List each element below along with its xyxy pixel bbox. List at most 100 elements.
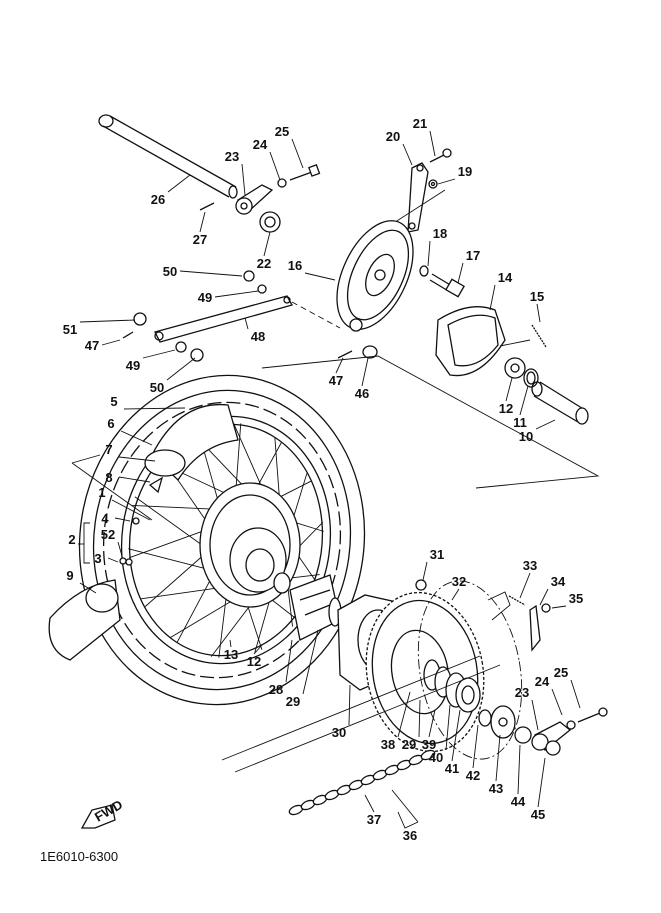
- rear-hub: [199, 482, 301, 608]
- rim: [120, 415, 332, 665]
- callout-52: 52: [101, 527, 115, 542]
- callout-23: 23: [225, 149, 239, 164]
- leader-line: [123, 407, 186, 410]
- callout-43: 43: [489, 781, 503, 796]
- callout-36: 36: [403, 828, 417, 843]
- oil-seal: [523, 368, 539, 388]
- wheel-spacer: [490, 705, 516, 739]
- drawing-code: 1E6010-6300: [40, 849, 118, 864]
- leader-line: [118, 476, 151, 483]
- collar: [478, 709, 492, 727]
- leader-line: [536, 303, 541, 323]
- leader-line: [551, 605, 567, 609]
- callout-39: 39: [422, 737, 436, 752]
- assembly-line: [71, 462, 153, 521]
- leader-line: [495, 734, 501, 782]
- washer: [257, 284, 267, 294]
- spacer: [259, 211, 281, 233]
- cotter-pin: [337, 350, 353, 359]
- leader-line: [457, 262, 464, 284]
- callout-47: 47: [329, 373, 343, 388]
- assembly-line: [234, 664, 501, 773]
- leader-line: [179, 270, 243, 277]
- rear-axle: [98, 114, 238, 199]
- callout-2: 2: [68, 532, 75, 547]
- callout-28: 28: [269, 682, 283, 697]
- callout-18: 18: [433, 226, 447, 241]
- collar: [531, 381, 589, 425]
- leader-line: [167, 174, 191, 193]
- callout-15: 15: [530, 289, 544, 304]
- leader-line: [422, 561, 428, 581]
- callout-49: 49: [126, 358, 140, 373]
- callout-11: 11: [513, 415, 527, 430]
- cotter-pin: [122, 331, 134, 339]
- leader-line: [361, 357, 369, 387]
- callout-9: 9: [66, 568, 73, 583]
- cotter-pin: [199, 202, 215, 211]
- callout-32: 32: [452, 574, 466, 589]
- bearing: [455, 677, 481, 713]
- leader-line: [269, 151, 281, 181]
- callout-30: 30: [332, 725, 346, 740]
- callout-5: 5: [110, 394, 117, 409]
- adjusting-bolt: [577, 707, 608, 723]
- leader-line: [429, 130, 436, 157]
- leader-line: [348, 684, 351, 726]
- washer: [428, 179, 438, 189]
- leader-line: [397, 691, 411, 738]
- leader-line: [107, 557, 119, 563]
- leader-line: [570, 679, 581, 709]
- brake-shoe-kit: [435, 306, 506, 377]
- spring: [508, 595, 526, 606]
- leader-line: [539, 588, 549, 606]
- leader-line: [402, 143, 413, 166]
- assembly-line: [261, 355, 600, 489]
- tube-section: [144, 449, 186, 477]
- callout-6: 6: [107, 416, 114, 431]
- callout-29: 29: [286, 694, 300, 709]
- callout-49: 49: [198, 290, 212, 305]
- leader-line: [427, 240, 431, 267]
- callout-7: 7: [105, 442, 112, 457]
- lever-bolt: [429, 148, 452, 163]
- callout-44: 44: [511, 794, 526, 809]
- assembly-line: [71, 454, 101, 464]
- bracket-36: [391, 789, 419, 829]
- leader-line: [428, 709, 436, 738]
- leader-line: [472, 724, 479, 769]
- tension-bar: [154, 295, 293, 343]
- leader-line: [519, 572, 531, 599]
- leader-line: [517, 744, 521, 795]
- leader-line: [519, 385, 529, 416]
- callout-22: 22: [257, 256, 271, 271]
- callout-45: 45: [531, 807, 545, 822]
- axle-nut: [545, 740, 561, 756]
- callout-41: 41: [445, 761, 459, 776]
- callout-25: 25: [554, 665, 568, 680]
- spring: [531, 324, 547, 348]
- callout-27: 27: [193, 232, 207, 247]
- callout-25: 25: [275, 124, 289, 139]
- assembly-line: [221, 655, 481, 761]
- leader-line: [291, 138, 304, 169]
- callouts: 1234567891011121213141516171819202122232…: [63, 116, 583, 843]
- callout-24: 24: [253, 137, 268, 152]
- callout-4: 4: [101, 511, 109, 526]
- leader-line: [302, 629, 319, 695]
- leader-line: [244, 317, 249, 330]
- leader-line: [285, 639, 293, 683]
- callout-38: 38: [381, 737, 395, 752]
- o-ring: [419, 265, 429, 277]
- callout-31: 31: [430, 547, 444, 562]
- callout-47: 47: [85, 338, 99, 353]
- adjusting-bolt: [289, 164, 321, 181]
- chain-puller: [531, 721, 572, 751]
- callout-42: 42: [466, 768, 480, 783]
- leader-line: [111, 499, 151, 521]
- assembly-line: [487, 591, 511, 621]
- nut: [541, 603, 551, 613]
- leader-line: [114, 517, 131, 522]
- brake-camshaft: [429, 273, 465, 298]
